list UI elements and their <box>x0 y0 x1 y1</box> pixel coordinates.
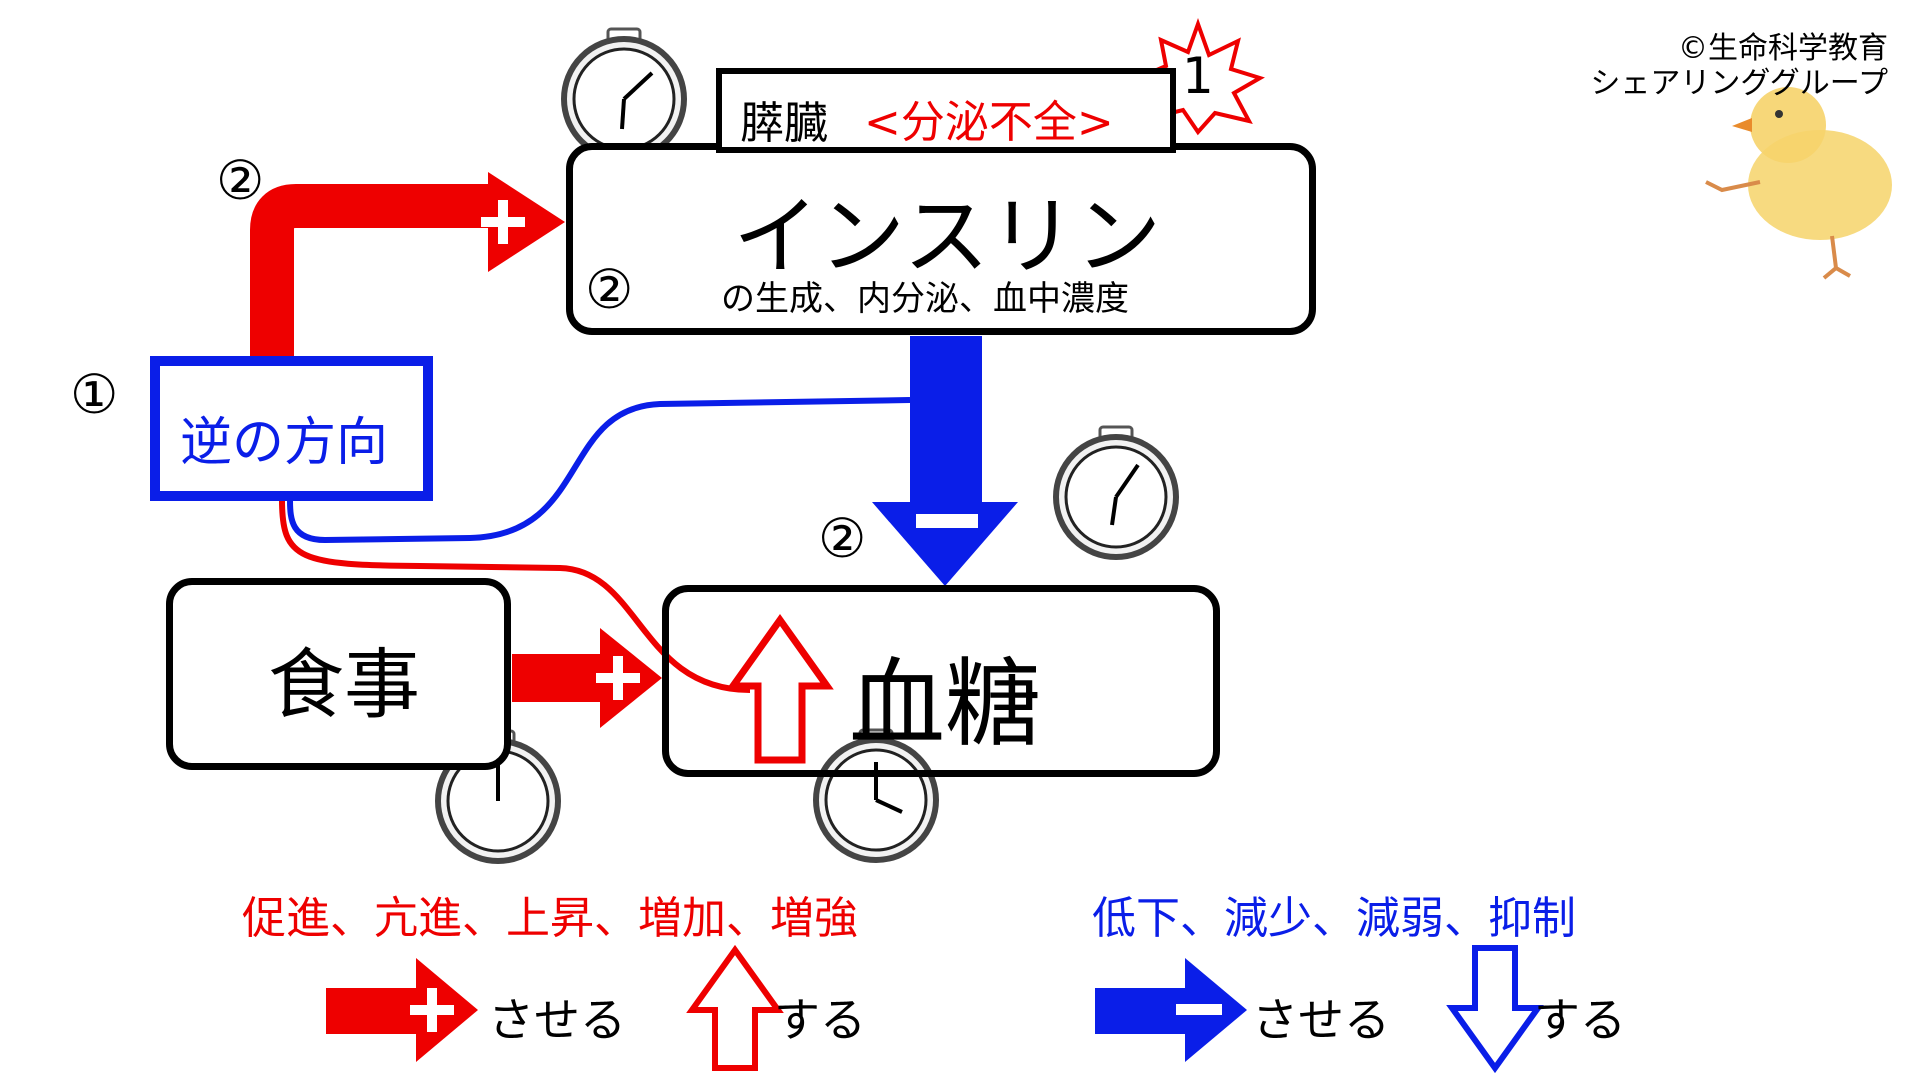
starburst-number: 1 <box>1182 47 1214 105</box>
legend-red-make-arrow <box>326 958 478 1062</box>
red-reverse-line <box>279 499 751 693</box>
reverse-box-marker: ① <box>70 363 119 426</box>
blood-sugar-up-arrow <box>726 613 834 764</box>
stopwatch-icon <box>561 27 687 162</box>
insulin-title: インスリン <box>733 187 1162 287</box>
promote-arrow-to-insulin <box>250 172 565 356</box>
pancreas-label-box: 膵臓 <分泌不全> <box>716 68 1176 153</box>
stopwatch-icon <box>435 729 561 864</box>
blood-sugar-label: 血糖 <box>849 648 1041 760</box>
blood-sugar-marker: ② <box>818 507 867 570</box>
blood-sugar-box: 血糖 <box>662 585 1220 777</box>
legend-blue-make-arrow <box>1095 958 1247 1062</box>
reverse-direction-box: 逆の方向 <box>150 356 433 501</box>
meal-label: 食事 <box>268 640 420 729</box>
copyright-line1: ©生命科学教育 <box>1678 31 1888 66</box>
legend-blue-down-arrow <box>1446 945 1544 1074</box>
copyright-text: ©生命科学教育 シェアリンググループ <box>1590 31 1888 101</box>
insulin-marker: ② <box>585 258 634 321</box>
legend-red-up-arrow <box>686 944 784 1071</box>
chick-illustration <box>1705 87 1892 280</box>
blue-reverse-line <box>287 397 911 544</box>
reduce-terms: 低下、減少、減弱、抑制 <box>1092 893 1576 944</box>
legend-red-make-label: させる <box>488 993 626 1047</box>
promote-arrow-meal <box>512 628 662 728</box>
reverse-direction-label: 逆の方向 <box>180 413 389 473</box>
promote-terms: 促進、亢進、上昇、増加、増強 <box>242 893 858 944</box>
legend-red-up-label: する <box>774 993 866 1047</box>
insulin-box: インスリン ② の生成、内分泌、血中濃度 <box>566 143 1316 335</box>
pancreas-status: <分泌不全> <box>864 97 1114 148</box>
pancreas-label: 膵臓 <box>740 98 828 149</box>
legend-blue-down-label: する <box>1534 993 1626 1047</box>
insulin-detail: の生成、内分泌、血中濃度 <box>721 279 1129 319</box>
top-arrow-marker: ② <box>216 149 265 212</box>
meal-box: 食事 <box>166 578 511 770</box>
stopwatch-icon <box>1053 425 1179 560</box>
copyright-line2: シェアリンググループ <box>1590 65 1888 101</box>
legend-blue-make-label: させる <box>1252 993 1390 1047</box>
inhibit-arrow-to-blood-sugar <box>872 336 1018 586</box>
